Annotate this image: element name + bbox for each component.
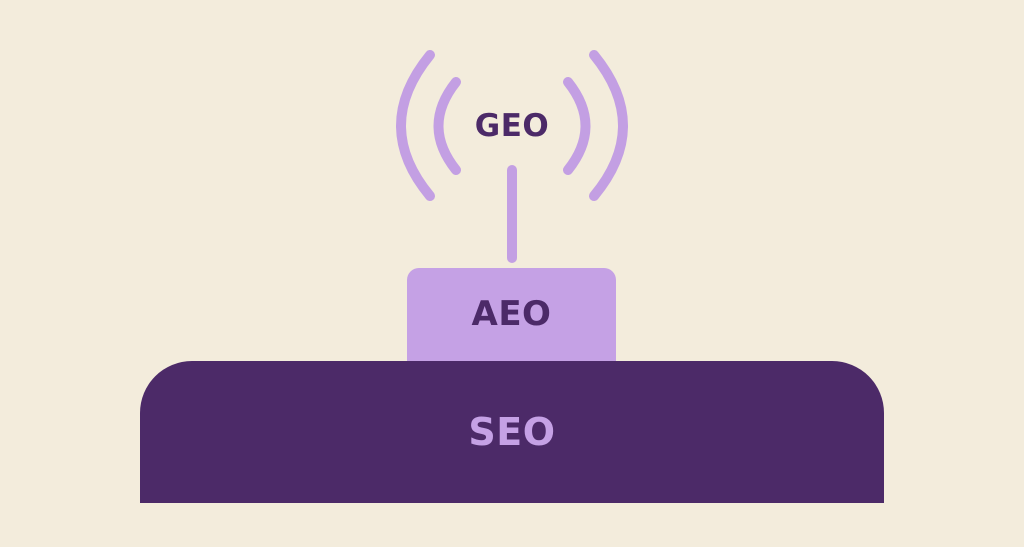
seo-base-block: SEO — [140, 361, 884, 503]
geo-label: GEO — [474, 108, 550, 144]
aeo-block: AEO — [407, 268, 616, 364]
seo-label: SEO — [468, 410, 556, 454]
aeo-label: AEO — [471, 294, 552, 334]
right-inner-wave — [563, 77, 591, 175]
right-outer-wave — [589, 50, 628, 201]
left-outer-wave — [396, 50, 435, 201]
left-inner-wave — [433, 77, 461, 175]
signal-waves — [396, 50, 628, 201]
